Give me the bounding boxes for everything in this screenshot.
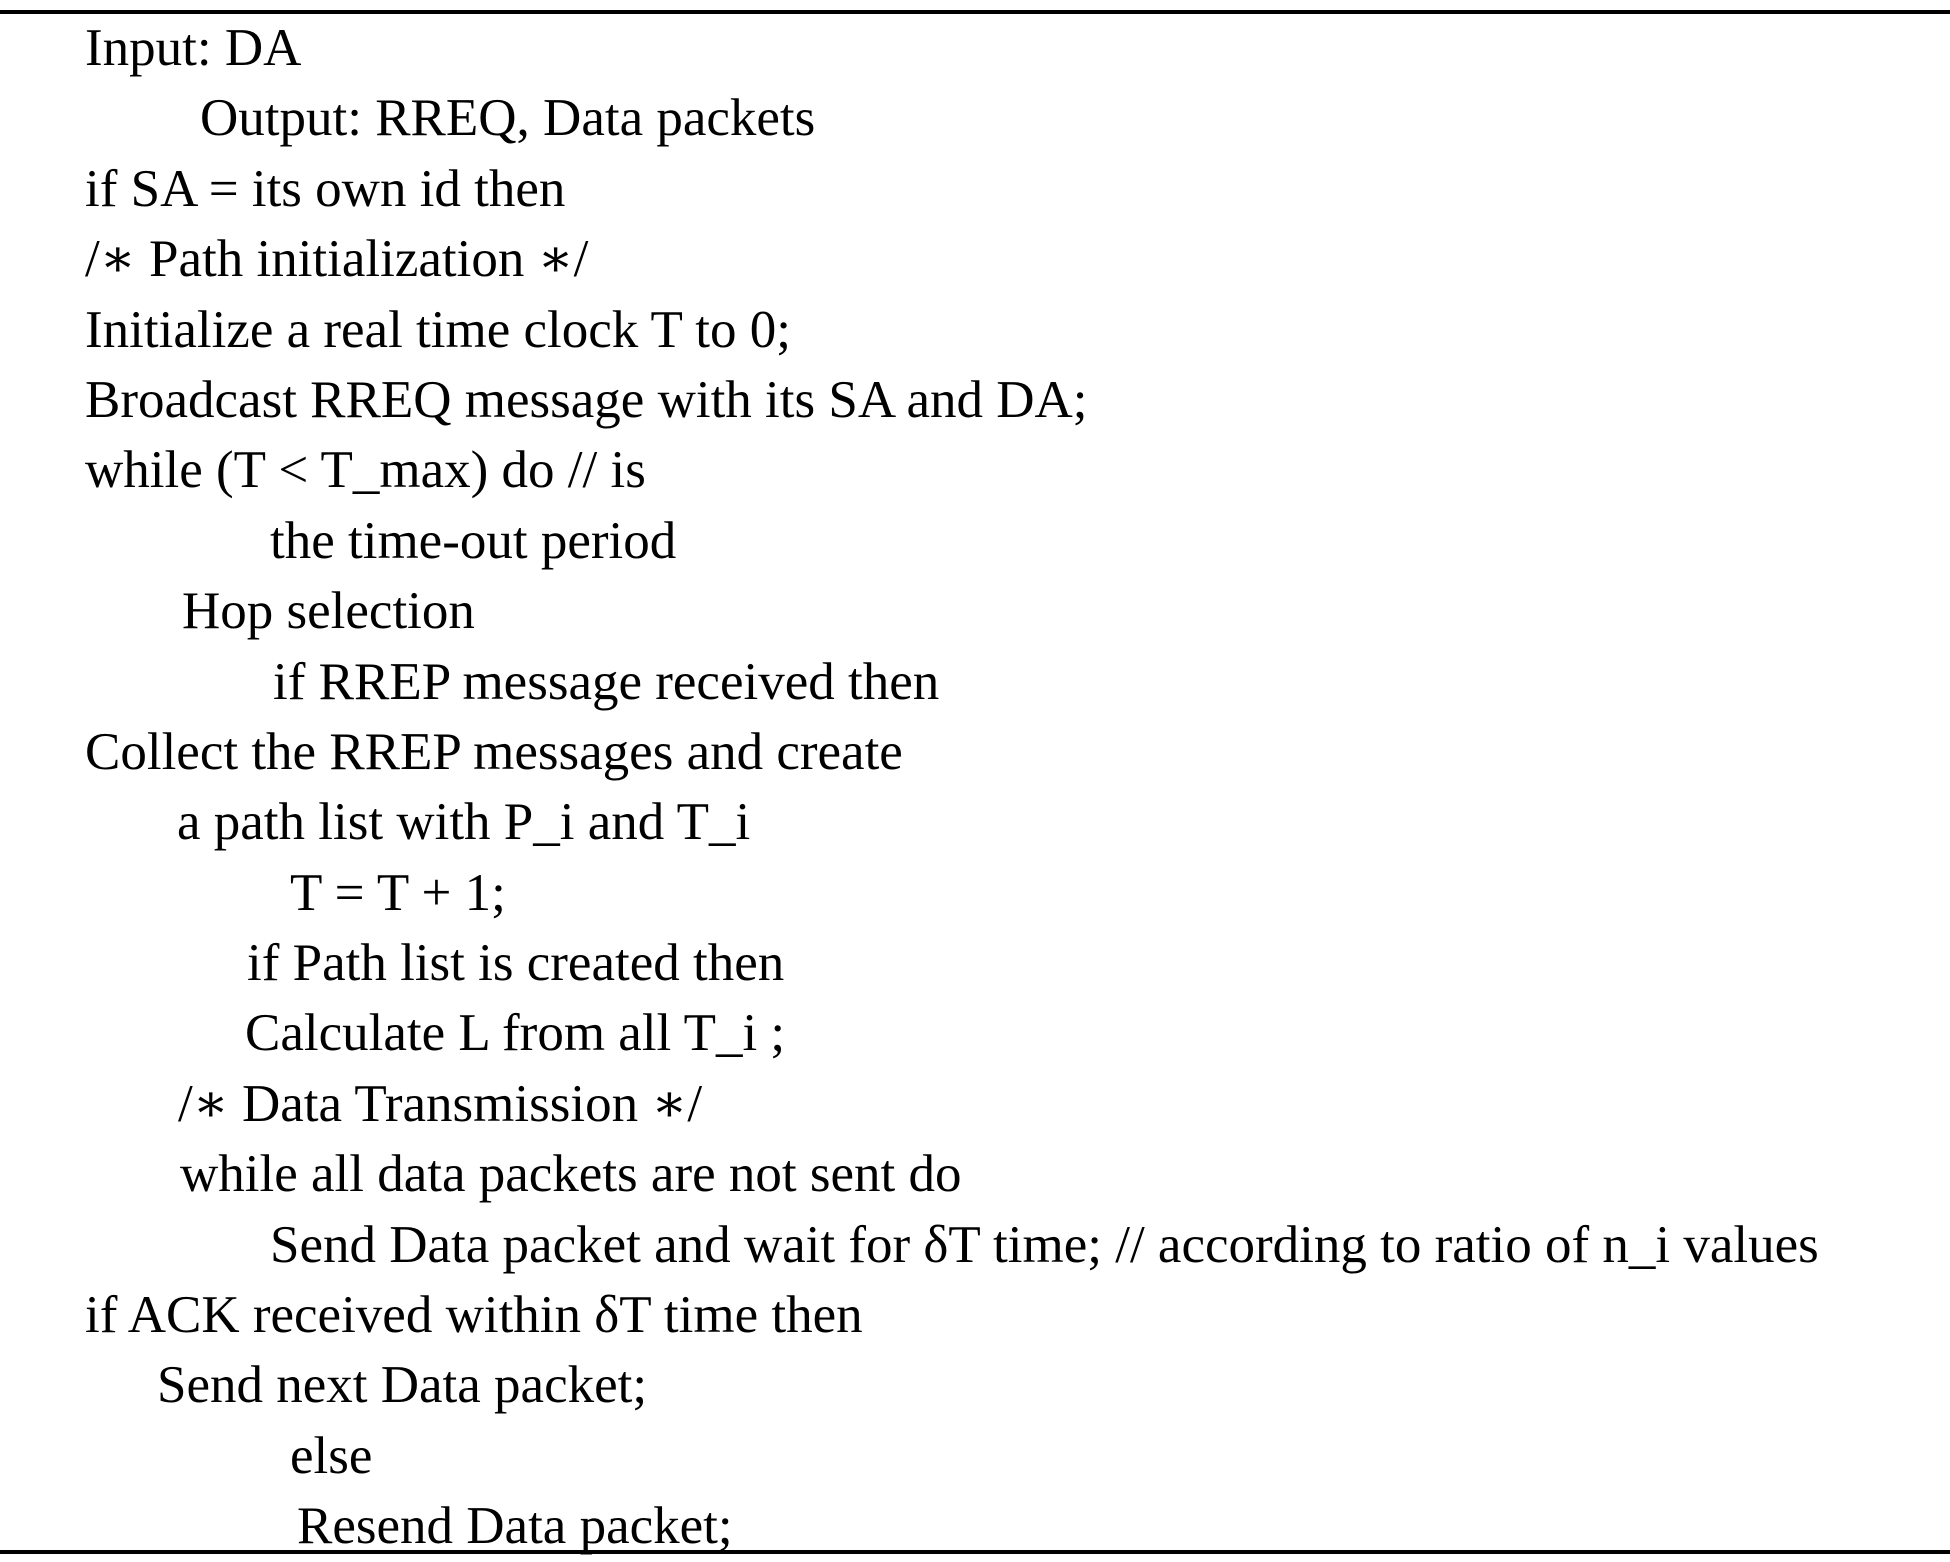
algorithm-line-8: the time-out period xyxy=(270,511,677,570)
bottom-rule xyxy=(0,1550,1950,1554)
top-rule xyxy=(0,10,1950,14)
algorithm-line-15: Calculate L from all T_i ; xyxy=(245,1004,786,1063)
algorithm-line-7: while (T < T_max) do // is xyxy=(85,441,646,500)
algorithm-line-18: Send Data packet and wait for δT time; /… xyxy=(270,1215,1819,1274)
algorithm-line-6: Broadcast RREQ message with its SA and D… xyxy=(85,370,1088,429)
algorithm-line-13: T = T + 1; xyxy=(290,863,506,922)
algorithm-line-19: if ACK received within δT time then xyxy=(85,1286,863,1345)
algorithm-line-16: /∗ Data Transmission ∗/ xyxy=(178,1074,703,1133)
algorithm-line-12: a path list with P_i and T_i xyxy=(177,793,751,852)
algorithm-line-4: /∗ Path initialization ∗/ xyxy=(85,230,589,289)
algorithm-body: Input: DA Output: RREQ, Data packets if SA… xyxy=(0,13,1950,1562)
algorithm-line-11: Collect the RREP messages and create xyxy=(85,722,903,781)
algorithm-line-10: if RREP message received then xyxy=(273,652,940,711)
algorithm-line-20: Send next Data packet; xyxy=(157,1356,648,1415)
algorithm-line-5: Initialize a real time clock T to 0; xyxy=(85,300,791,359)
algorithm-line-2: Output: RREQ, Data packets xyxy=(200,89,816,148)
algorithm-line-22: Resend Data packet; xyxy=(297,1497,733,1556)
algorithm-line-17: while all data packets are not sent do xyxy=(180,1145,962,1204)
algorithm-line-9: Hop selection xyxy=(182,582,475,641)
algorithm-line-3: if SA = its own id then xyxy=(85,159,566,218)
algorithm-line-21: else xyxy=(290,1426,373,1485)
algorithm-line-1: Input: DA xyxy=(85,19,302,77)
algorithm-line-14: if Path list is created then xyxy=(247,934,785,993)
